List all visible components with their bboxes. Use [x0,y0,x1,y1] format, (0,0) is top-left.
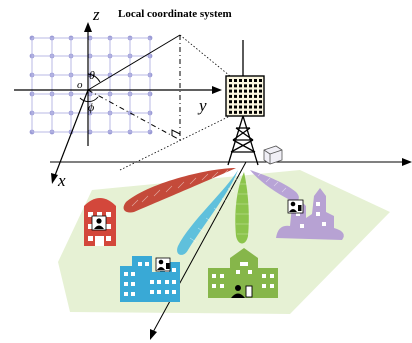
antenna-element [244,100,247,104]
antenna-element [249,84,252,88]
building-cyan [120,256,180,302]
antenna-element [244,105,247,109]
antenna-element [254,100,257,104]
antenna-element [234,105,237,109]
antenna-element [249,94,252,98]
x-axis [53,89,89,179]
antenna-element [229,89,232,93]
x-axis-label: x [57,171,66,190]
antenna-element [259,110,262,114]
y-axis-label: y [197,96,207,115]
antenna-element [244,110,247,114]
antenna-element [239,110,242,114]
antenna-element [244,89,247,93]
antenna-element [249,89,252,93]
user-icon-cyan [155,257,171,272]
antenna-element [234,84,237,88]
antenna-element [254,79,257,82]
equipment-box [263,145,283,165]
antenna-element [239,100,242,104]
projection-lines [119,34,231,171]
antenna-element [234,79,237,82]
antenna-element [254,105,257,109]
antenna-element [259,94,262,98]
building-red [84,198,116,246]
antenna-element [234,89,237,93]
antenna-element [244,94,247,98]
antenna-element [259,105,262,109]
antenna-element [239,94,242,98]
antenna-element [249,110,252,114]
beam-cyan [177,170,238,255]
antenna-element [259,79,262,82]
antenna-element [229,110,232,114]
antenna-element [249,105,252,109]
antenna-element [239,84,242,88]
user-icon-purple [287,199,304,214]
antenna-element [229,105,232,109]
antenna-element-grid [29,35,153,135]
coordinate-axes [14,30,218,179]
antenna-element [229,94,232,98]
antenna-element [234,110,237,114]
antenna-array-panel [225,75,265,117]
antenna-element [239,79,242,82]
antenna-element [259,84,262,88]
building-green [208,248,278,298]
antenna-element [254,94,257,98]
building-purple [276,188,344,240]
antenna-element [234,94,237,98]
antenna-element [239,89,242,93]
beam-texture [131,169,287,243]
antenna-element [259,89,262,93]
antenna-element [244,84,247,88]
beam-green [235,172,249,244]
z-axis-label: z [92,5,100,24]
antenna-element [249,79,252,82]
antenna-element [229,100,232,104]
antenna-element [254,89,257,93]
antenna-element [239,105,242,109]
origin-label: o [77,79,83,91]
antenna-element [254,110,257,114]
antenna-element [229,79,232,82]
grid-lines [31,37,151,133]
direction-vector [87,34,181,141]
antenna-element [259,100,262,104]
antenna-element [254,84,257,88]
antenna-element [229,84,232,88]
user-icon-green [231,285,253,298]
antenna-element [249,100,252,104]
antenna-element [244,79,247,82]
diagram-title: Local coordinate system [118,8,232,20]
user-icon-red [91,215,107,231]
antenna-element [234,100,237,104]
beam-red [123,168,236,213]
ground-diagonal [151,161,247,335]
theta-label: θ [89,68,95,82]
phi-label: ϕ [88,100,94,114]
